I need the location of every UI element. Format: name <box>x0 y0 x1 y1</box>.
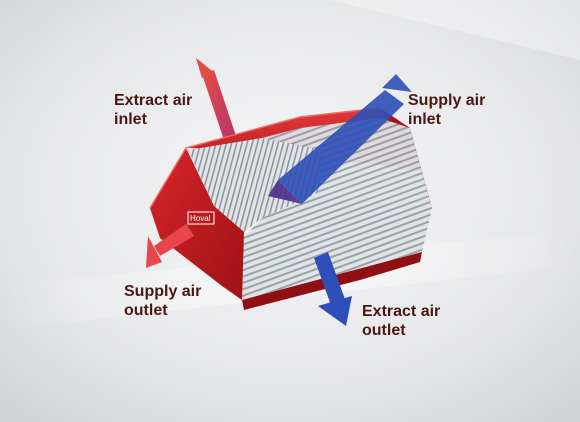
extract-air-outlet-label-line2: outlet <box>362 322 406 339</box>
exchanger-core-inner <box>188 138 322 232</box>
extract-air-outlet-label: Extract air outlet <box>362 302 440 340</box>
housing-edge <box>149 107 381 209</box>
extract-air-inlet-label-line2: inlet <box>114 111 147 128</box>
hoval-logo-text: Hoval <box>190 214 211 223</box>
supply-air-outlet-arrow <box>146 224 194 268</box>
extract-air-inlet-label: Extract air inlet <box>114 91 192 129</box>
supply-air-inlet-arrow <box>268 74 412 204</box>
supply-air-outlet-label-line1: Supply air <box>124 283 202 300</box>
hoval-logo: Hoval <box>187 211 215 225</box>
supply-air-inlet-label: Supply air inlet <box>408 91 485 129</box>
extract-air-inlet-arrow <box>196 58 236 140</box>
exchanger-core-front <box>220 193 432 300</box>
extract-air-outlet-label-line1: Extract air <box>362 303 441 320</box>
supply-air-inlet-label-line1: Supply air <box>408 92 486 109</box>
exchanger-core-top <box>262 118 432 208</box>
extract-air-outlet-arrow <box>314 252 352 326</box>
supply-air-outlet-label-line2: outlet <box>124 302 168 319</box>
supply-air-inlet-label-line2: inlet <box>408 111 441 128</box>
supply-air-outlet-label: Supply air outlet <box>124 282 201 320</box>
extract-air-inlet-label-line1: Extract air <box>114 92 193 109</box>
background-streak <box>330 0 580 60</box>
